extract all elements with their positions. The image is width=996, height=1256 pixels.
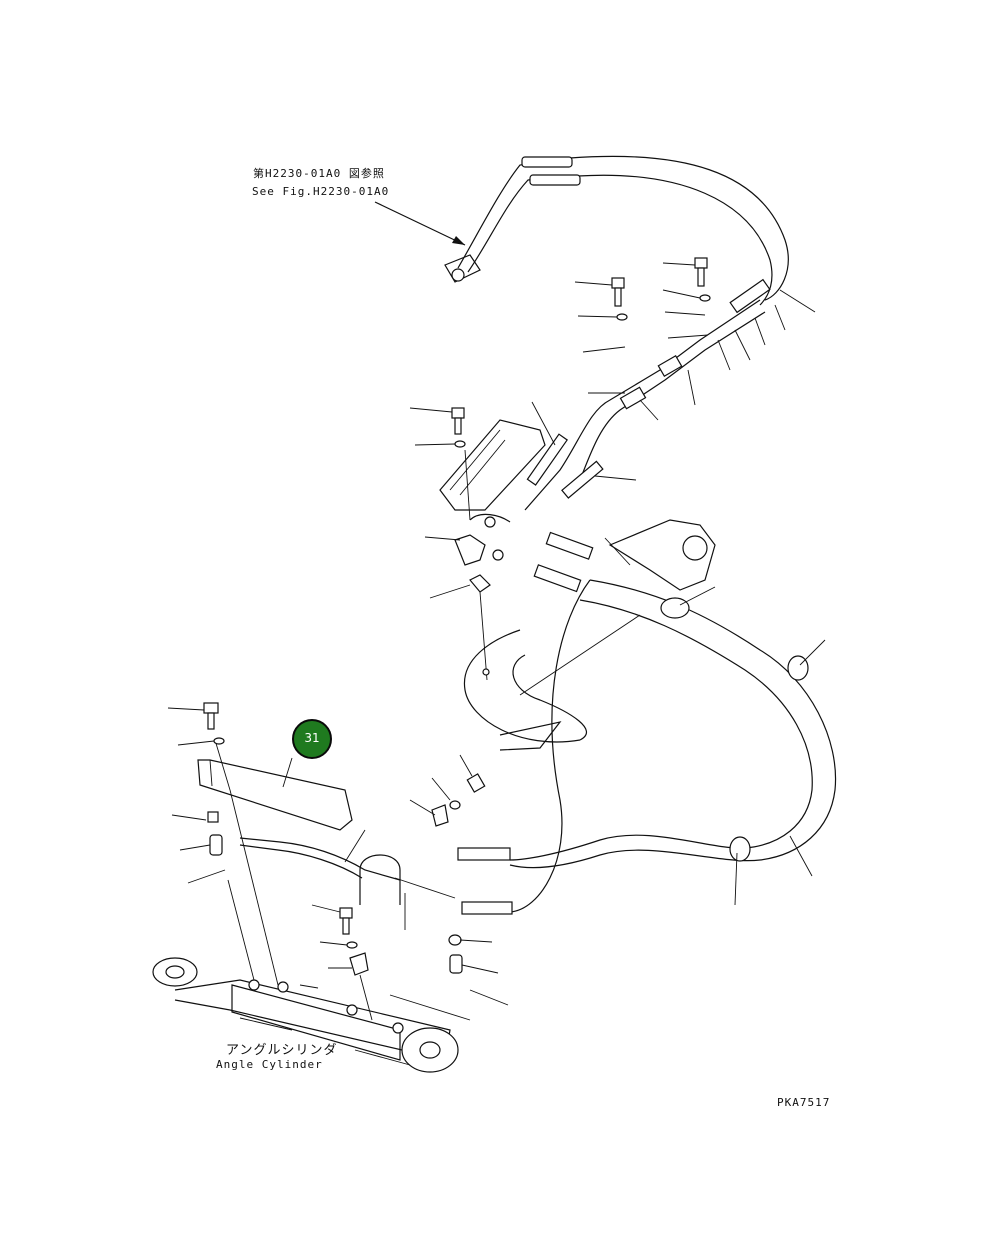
reference-arrow <box>374 201 466 246</box>
reference-note-jp: 第H2230-01A0 図参照 <box>253 167 385 180</box>
right-bracket <box>604 519 716 591</box>
lower-tube <box>239 829 456 905</box>
cylinder-label-en: Angle Cylinder <box>216 1058 323 1071</box>
part-callout-number: 31 <box>304 731 320 745</box>
part-callout-31[interactable]: 31 <box>292 719 332 759</box>
fasteners-top <box>451 257 711 448</box>
reference-note-en: See Fig.H2230-01A0 <box>252 185 390 198</box>
drawing-code: PKA7517 <box>777 1096 831 1109</box>
upper-hose-assembly <box>444 155 789 306</box>
leader-lines-lower <box>167 707 509 1006</box>
lower-bracket <box>197 739 353 986</box>
angle-cylinder <box>152 879 471 1073</box>
leader-lines-upper <box>409 262 816 481</box>
mid-hose-assembly <box>524 278 771 511</box>
frame-outline <box>463 614 641 751</box>
upper-bracket <box>439 419 546 521</box>
cylinder-label-jp: アングルシリンダ <box>226 1043 338 1058</box>
valve-block <box>424 513 594 681</box>
main-hose-loop <box>457 579 837 915</box>
